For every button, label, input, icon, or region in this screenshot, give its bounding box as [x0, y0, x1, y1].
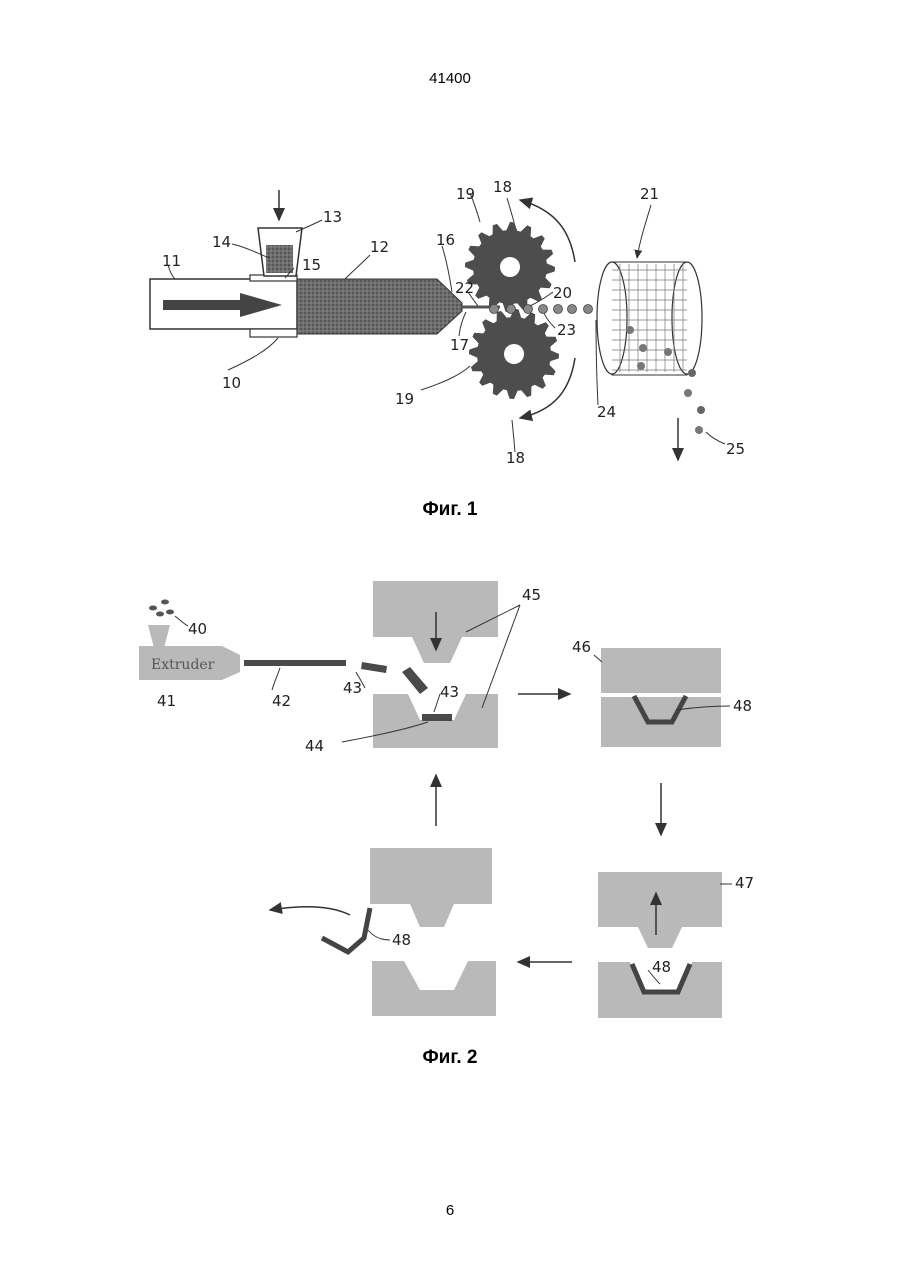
label-45: 45 — [522, 586, 541, 604]
label-11: 11 — [162, 252, 181, 270]
label-14: 14 — [212, 233, 231, 251]
drum — [597, 262, 702, 375]
extruder-text: Extruder — [151, 657, 215, 673]
label-44: 44 — [305, 737, 324, 755]
label-48-a: 48 — [733, 697, 752, 715]
label-48-b: 48 — [652, 958, 671, 976]
figure-1-caption: Фиг. 1 — [0, 499, 900, 521]
extruder-barrel — [297, 279, 462, 334]
label-19-top: 19 — [456, 185, 475, 203]
upper-gear — [465, 222, 555, 312]
label-19-bottom: 19 — [395, 390, 414, 408]
label-18-bottom: 18 — [506, 449, 525, 467]
label-47: 47 — [735, 874, 754, 892]
label-17: 17 — [450, 336, 469, 354]
label-12: 12 — [370, 238, 389, 256]
label-24: 24 — [597, 403, 616, 421]
label-43-a: 43 — [343, 679, 362, 697]
lower-gear — [469, 309, 559, 399]
label-40: 40 — [188, 620, 207, 638]
label-10: 10 — [222, 374, 241, 392]
label-48-c: 48 — [392, 931, 411, 949]
label-43-b: 43 — [440, 683, 459, 701]
label-15: 15 — [302, 256, 321, 274]
label-21: 21 — [640, 185, 659, 203]
figure-2: Extruder — [139, 581, 754, 1018]
label-18-top: 18 — [493, 178, 512, 196]
pellets — [149, 600, 174, 617]
mold-station-3 — [598, 872, 722, 1018]
label-23: 23 — [557, 321, 576, 339]
label-16: 16 — [436, 231, 455, 249]
label-20: 20 — [553, 284, 572, 302]
label-42: 42 — [272, 692, 291, 710]
label-25: 25 — [726, 440, 745, 458]
page-number: 6 — [0, 1202, 900, 1219]
figure-1: 10 11 12 13 14 15 16 17 18 18 19 19 20 2… — [150, 178, 745, 467]
label-13: 13 — [323, 208, 342, 226]
mold-station-4 — [370, 848, 496, 1016]
label-41: 41 — [157, 692, 176, 710]
mold-station-2 — [601, 648, 721, 747]
figure-2-caption: Фиг. 2 — [0, 1047, 900, 1069]
label-22: 22 — [455, 279, 474, 297]
label-46: 46 — [572, 638, 591, 656]
ejected-part — [322, 908, 370, 952]
